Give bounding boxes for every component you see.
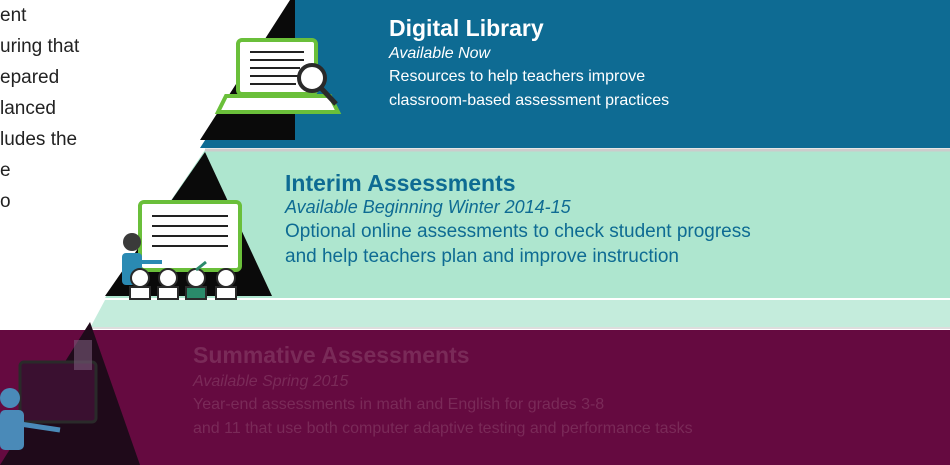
tier-digital-library: Digital Library Available Now Resources … [0, 0, 950, 150]
tier-description-line: and 11 that use both computer adaptive t… [193, 420, 693, 437]
intro-line: epared [0, 67, 60, 88]
tier-availability: Available Now [389, 45, 491, 62]
tier-availability: Available Beginning Winter 2014-15 [285, 197, 571, 217]
intro-line: e [0, 160, 11, 181]
laptop-magnifier-icon [214, 38, 342, 114]
tier-description-line: Year-end assessments in math and English… [193, 396, 605, 413]
tier-description-line: Resources to help teachers improve [389, 68, 646, 85]
tier-title: Summative Assessments [193, 342, 470, 368]
intro-line: uring that [0, 36, 80, 57]
tier-availability: Available Spring 2015 [193, 373, 349, 390]
tier-description-line: and help teachers plan and improve instr… [285, 246, 679, 267]
tier-interim-assessments: Interim Assessments Available Beginning … [0, 150, 950, 300]
tier-title: Digital Library [389, 15, 544, 41]
intro-line: ludes the [0, 129, 78, 150]
tier-summative-assessments: Summative Assessments Available Spring 2… [0, 330, 950, 465]
interim-band [105, 150, 950, 298]
tier-title: Interim Assessments [285, 170, 516, 196]
summative-band [0, 330, 950, 465]
intro-line: ent [0, 5, 27, 26]
digital-library-band [200, 0, 950, 148]
intro-line: lanced [0, 98, 56, 119]
intro-line: o [0, 191, 11, 212]
student-computer-icon [0, 340, 98, 450]
intro-paragraph: ent uring that epared lanced ludes the e… [0, 0, 220, 217]
classroom-teacher-icon [122, 200, 242, 300]
tier-description-line: Optional online assessments to check stu… [285, 221, 751, 242]
tier-description-line: classroom-based assessment practices [389, 92, 670, 109]
